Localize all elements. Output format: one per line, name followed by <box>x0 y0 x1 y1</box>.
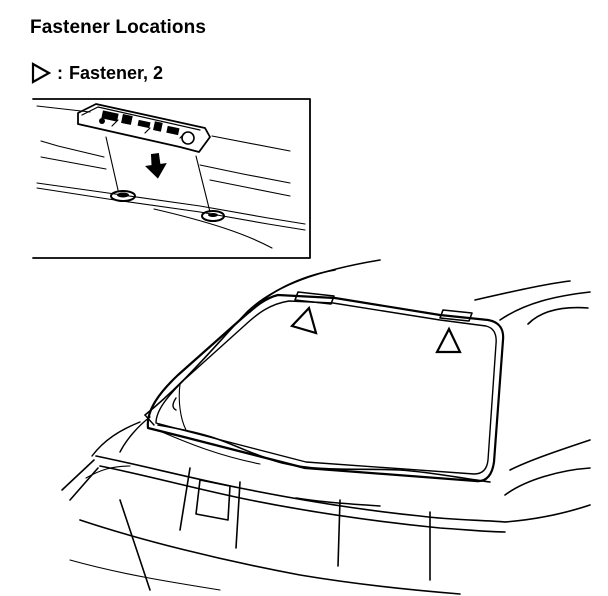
vehicle-view <box>61 259 591 595</box>
legend: : Fastener, 2 <box>31 61 163 85</box>
detail-inset <box>32 98 311 259</box>
a-pillar-left <box>91 397 177 457</box>
fastener-marker-left <box>289 305 318 335</box>
hollow-triangle-icon <box>31 62 51 84</box>
windshield <box>146 293 505 483</box>
cowl-edge-detail <box>69 431 261 591</box>
roof-outline <box>144 259 591 416</box>
install-arrow-icon <box>145 152 167 179</box>
legend-separator: : <box>57 62 63 83</box>
fastener-clip-right <box>439 309 473 322</box>
leader-line-right <box>195 155 211 213</box>
mounting-hole-right <box>201 210 225 222</box>
fastener-clip <box>77 103 211 153</box>
cowl-and-dashboard <box>61 424 591 595</box>
inset-panel-lines <box>36 105 306 249</box>
mounting-hole-left <box>110 190 136 202</box>
page-title: Fastener Locations <box>30 17 207 38</box>
leader-line-left <box>105 136 119 191</box>
fastener-clip-left <box>294 291 335 305</box>
inset-frame <box>32 98 311 259</box>
fastener-marker-right <box>435 326 462 354</box>
legend-label: Fastener, 2 <box>69 62 164 83</box>
